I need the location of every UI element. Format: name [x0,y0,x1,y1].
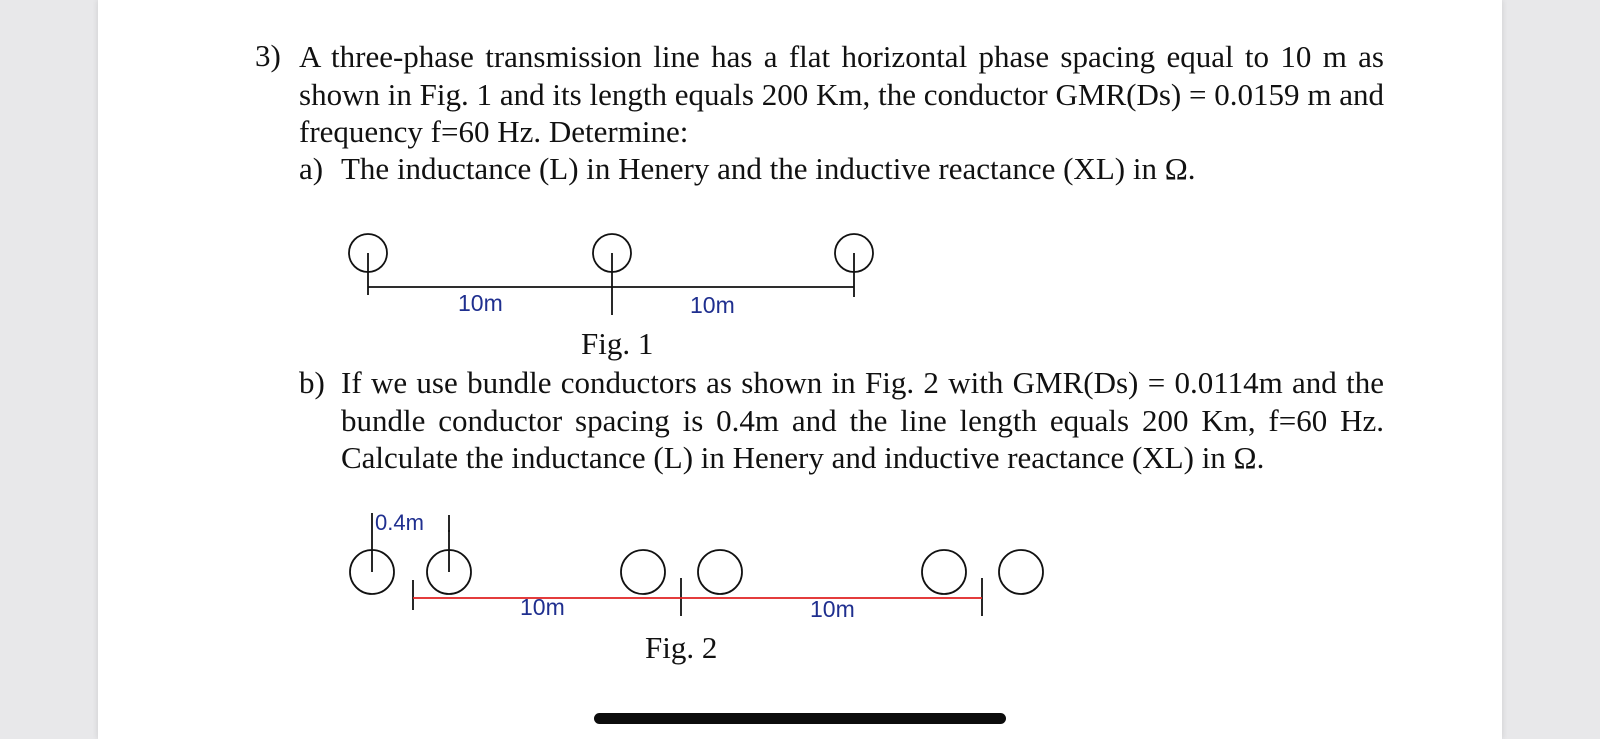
document-page [98,0,1502,739]
question-text: A three-phase transmission line has a fl… [299,39,1384,149]
figure-2-diagram: 0.4m 10m 10m [349,510,1044,622]
part-b: b) If we use bundle conductors as shown … [299,364,1384,479]
part-a-label: a) [299,151,324,186]
part-b-text: If we use bundle conductors as shown in … [341,365,1384,475]
part-a-text: The inductance (L) in Henery and the ind… [341,151,1196,186]
figure-1-caption: Fig. 1 [581,326,654,361]
fig2-spacing-left: 10m [520,594,565,620]
part-a: a) The inductance (L) in Henery and the … [299,150,1384,188]
bundle-2-conductor-a [620,549,666,595]
bundle-3-conductor-a [921,549,967,595]
fig1-spacing-right: 10m [690,292,735,318]
fig1-spacing-left: 10m [458,290,503,316]
fig2-bundle-spacing: 0.4m [375,510,424,535]
figure-2-caption: Fig. 2 [645,630,718,665]
fig2-spacing-right: 10m [810,596,855,622]
bundle-2-conductor-b [697,549,743,595]
question-number: 3) [255,38,281,73]
figure-1-diagram: 10m 10m [348,233,874,318]
bundle-3-conductor-b [998,549,1044,595]
part-b-label: b) [299,365,325,400]
home-indicator[interactable] [594,713,1006,724]
